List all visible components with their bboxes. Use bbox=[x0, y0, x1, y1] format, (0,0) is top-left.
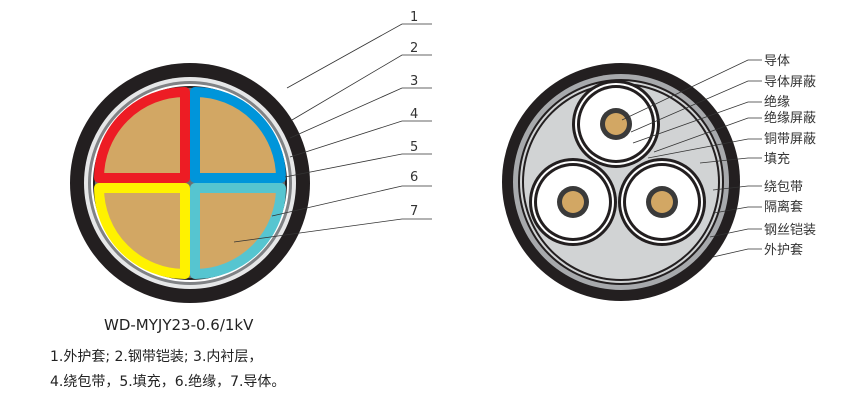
label-copper-tape-screen: 铜带屏蔽 bbox=[764, 132, 816, 147]
label-insulation: 绝缘 bbox=[764, 94, 790, 110]
cable-model: WD-MYJY23-0.6/1kV bbox=[104, 316, 254, 334]
right-cable-cross-section: 导体 导体屏蔽 绝缘 绝缘屏蔽 铜带屏蔽 填充 绕包带 隔离套 钢丝铠装 外护套 bbox=[502, 54, 816, 301]
core-cyan bbox=[190, 183, 286, 279]
left-leader-lines bbox=[233, 23, 432, 243]
label-insulation-screen: 绝缘屏蔽 bbox=[764, 110, 816, 126]
callout-5: 5 bbox=[410, 140, 418, 155]
callout-2: 2 bbox=[410, 41, 418, 56]
label-outer-sheath: 外护套 bbox=[764, 242, 803, 258]
label-wrapping-tape: 绕包带 bbox=[764, 180, 803, 195]
legend-line-1: 1.外护套; 2.钢带铠装; 3.内衬层， bbox=[50, 349, 263, 365]
label-steel-wire-armour: 钢丝铠装 bbox=[764, 222, 816, 238]
cores bbox=[529, 80, 706, 246]
core-left bbox=[529, 158, 617, 246]
core-right bbox=[618, 158, 706, 246]
core-red bbox=[94, 87, 190, 183]
right-leader-lines bbox=[621, 59, 762, 258]
label-separation-sheath: 隔离套 bbox=[764, 199, 803, 215]
core-blue bbox=[190, 87, 286, 183]
core-yellow bbox=[94, 183, 190, 279]
callout-4: 4 bbox=[410, 107, 418, 122]
label-conductor: 导体 bbox=[764, 54, 790, 69]
left-cable-cross-section: 1 2 3 4 5 6 7 bbox=[70, 10, 432, 303]
legend-line-2: 4.绕包带，5.填充，6.绝缘，7.导体。 bbox=[50, 374, 286, 390]
callout-6: 6 bbox=[410, 170, 418, 185]
label-filler: 填充 bbox=[764, 151, 790, 167]
callout-7: 7 bbox=[410, 204, 418, 219]
callout-3: 3 bbox=[410, 74, 418, 89]
core-top bbox=[572, 80, 660, 168]
label-conductor-screen: 导体屏蔽 bbox=[764, 75, 816, 90]
callout-1: 1 bbox=[410, 10, 418, 25]
